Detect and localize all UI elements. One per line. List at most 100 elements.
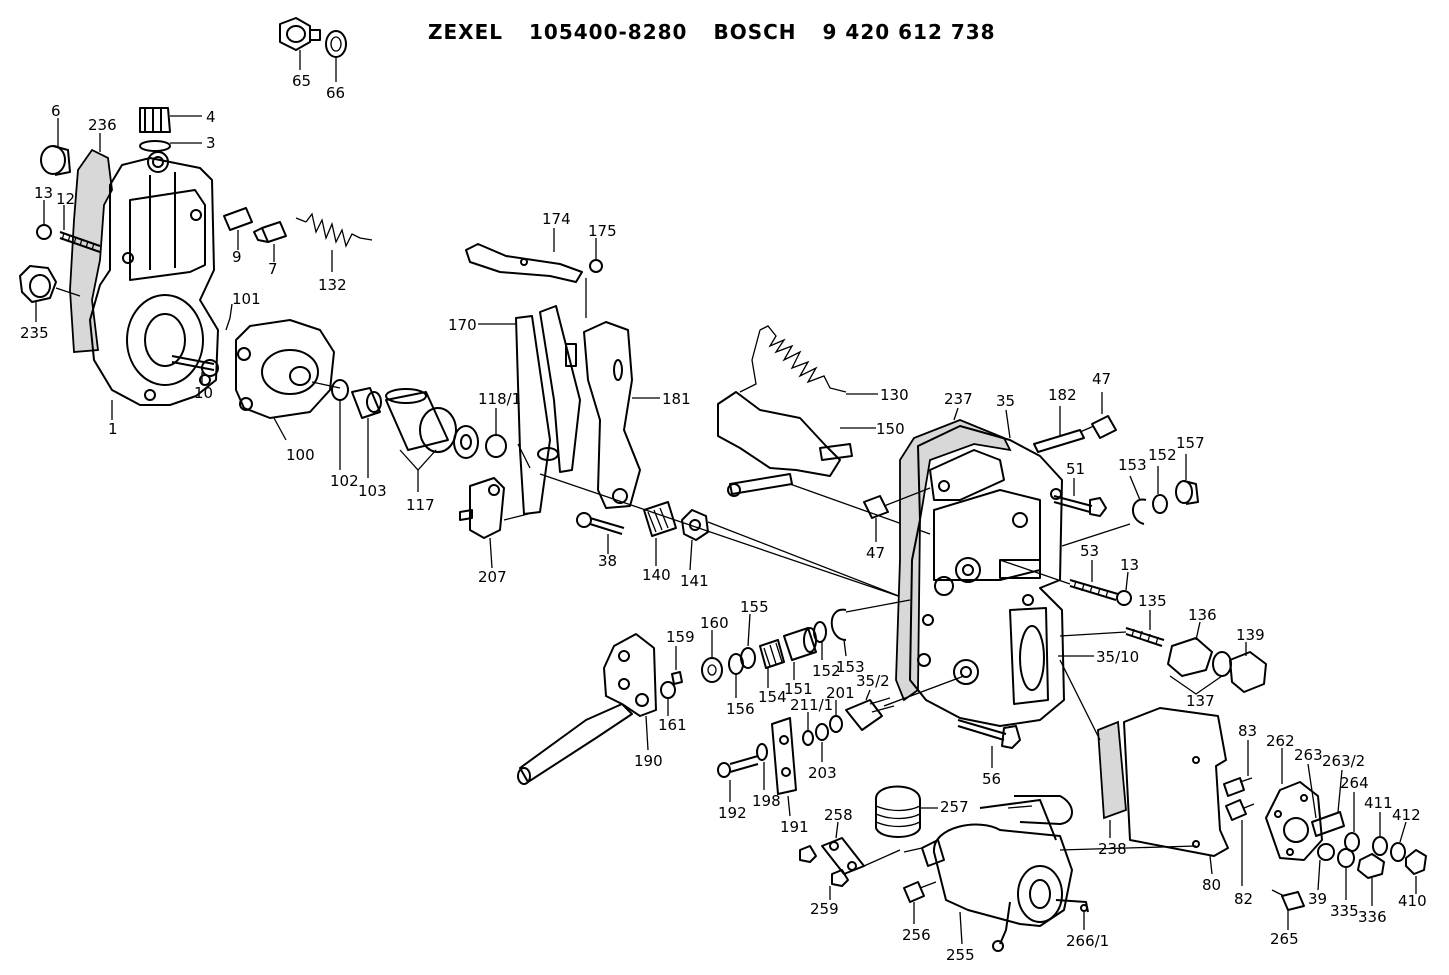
part-265-screw: [1271, 889, 1305, 911]
label-13-right: 13: [1120, 556, 1139, 574]
label-235: 235: [20, 324, 49, 342]
label-201: 201: [826, 684, 855, 702]
label-47-top: 47: [1092, 370, 1111, 388]
label-236: 236: [88, 116, 117, 134]
title-zexel-number: 105400-8280: [529, 20, 688, 44]
label-7: 7: [268, 260, 278, 278]
label-190: 190: [634, 752, 663, 770]
part-412-washer: [1390, 842, 1406, 862]
label-6: 6: [51, 102, 61, 120]
part-103-bushing: [351, 387, 382, 419]
part-3-washer: [139, 140, 171, 152]
label-47-lower: 47: [866, 544, 885, 562]
part-257-boot: [874, 785, 921, 838]
part-211-1-washer: [802, 730, 814, 746]
part-174-link: [465, 243, 583, 283]
label-257: 257: [940, 798, 969, 816]
label-335: 335: [1330, 902, 1359, 920]
part-235-nut: [19, 265, 57, 303]
label-258: 258: [824, 806, 853, 824]
part-410-nut: [1405, 849, 1427, 875]
label-152-upper: 152: [1148, 446, 1177, 464]
label-10: 10: [194, 384, 213, 402]
label-263: 263: [1294, 746, 1323, 764]
part-262-flange: [1265, 781, 1323, 861]
part-139-cap: [1229, 651, 1267, 693]
label-336: 336: [1358, 908, 1387, 926]
part-150-shaft: [717, 391, 853, 497]
label-238: 238: [1098, 840, 1127, 858]
part-1-pump-housing: [69, 148, 219, 406]
label-411: 411: [1364, 794, 1393, 812]
label-56: 56: [982, 770, 1001, 788]
label-181: 181: [662, 390, 691, 408]
part-12-stud: [59, 231, 101, 253]
part-153-circlip: [1132, 498, 1147, 525]
part-39-ring: [1317, 843, 1335, 861]
label-9: 9: [232, 248, 242, 266]
label-211-1: 211/1: [790, 696, 833, 714]
label-174: 174: [542, 210, 571, 228]
part-154-spring: [759, 639, 785, 669]
part-9-bracket: [223, 207, 253, 231]
part-135-screw: [1125, 627, 1165, 647]
part-152-ring-lower: [813, 621, 827, 643]
label-264: 264: [1340, 774, 1369, 792]
part-256-screw: [903, 881, 937, 903]
part-153-circlip-lower: [830, 608, 847, 641]
part-335-washer: [1337, 848, 1355, 868]
part-56-bolt: [957, 719, 1021, 749]
label-410: 410: [1398, 892, 1427, 910]
label-154: 154: [758, 688, 787, 706]
part-130-spring: [759, 325, 847, 393]
label-100: 100: [286, 446, 315, 464]
part-10-screw: [171, 355, 219, 377]
label-175: 175: [588, 222, 617, 240]
part-157-plug: [1175, 480, 1199, 505]
label-4: 4: [206, 108, 216, 126]
label-237: 237: [944, 390, 973, 408]
label-152-lower: 152: [812, 662, 841, 680]
label-3: 3: [206, 134, 216, 152]
part-53-stud: [1069, 579, 1119, 601]
part-190-lever: [517, 633, 657, 785]
part-47-screw-top: [1079, 415, 1117, 439]
part-118-1-washer: [485, 434, 507, 458]
label-39: 39: [1308, 890, 1327, 908]
part-182-pin: [1033, 429, 1085, 453]
label-259: 259: [810, 900, 839, 918]
label-156: 156: [726, 700, 755, 718]
part-259-nut: [799, 845, 849, 887]
label-12: 12: [56, 190, 75, 208]
part-191-plate: [771, 717, 797, 795]
part-170-lever: [515, 305, 581, 515]
part-82-screw: [1225, 799, 1255, 821]
part-38-screw: [576, 512, 625, 535]
label-412: 412: [1392, 806, 1421, 824]
part-192-screw: [717, 755, 759, 778]
label-35-2: 35/2: [856, 672, 890, 690]
label-137: 137: [1186, 692, 1215, 710]
part-336-nut: [1357, 853, 1385, 879]
label-101: 101: [232, 290, 261, 308]
label-207: 207: [478, 568, 507, 586]
label-13-left: 13: [34, 184, 53, 202]
part-83-screw: [1223, 777, 1253, 797]
label-157: 157: [1176, 434, 1205, 452]
label-82: 82: [1234, 890, 1253, 908]
label-135: 135: [1138, 592, 1167, 610]
label-118-1: 118/1: [478, 390, 521, 408]
label-153-upper: 153: [1118, 456, 1147, 474]
part-65-nut: [279, 17, 321, 51]
label-160: 160: [700, 614, 729, 632]
label-139: 139: [1236, 626, 1265, 644]
label-35: 35: [996, 392, 1015, 410]
label-192: 192: [718, 804, 747, 822]
label-136: 136: [1188, 606, 1217, 624]
part-132-spring: [295, 212, 373, 248]
part-47-screw-left: [863, 487, 931, 519]
part-203-washer: [815, 723, 829, 741]
